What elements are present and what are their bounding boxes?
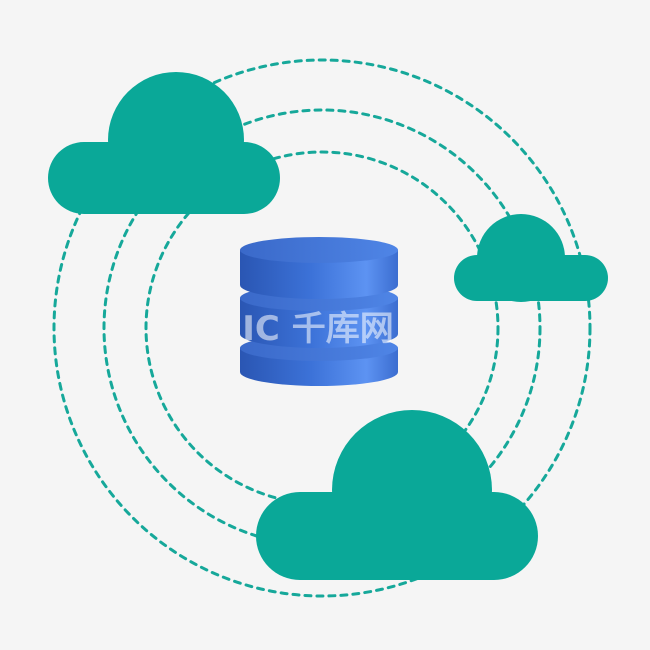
database-layer-top — [240, 237, 398, 299]
outer-ring — [52, 58, 592, 598]
watermark-text: IC 千库网 — [242, 309, 393, 349]
cloud-right-icon — [454, 214, 608, 302]
cloud-top-left-icon — [48, 72, 280, 214]
database-icon — [240, 237, 398, 386]
cloud-bottom-icon — [256, 410, 538, 580]
